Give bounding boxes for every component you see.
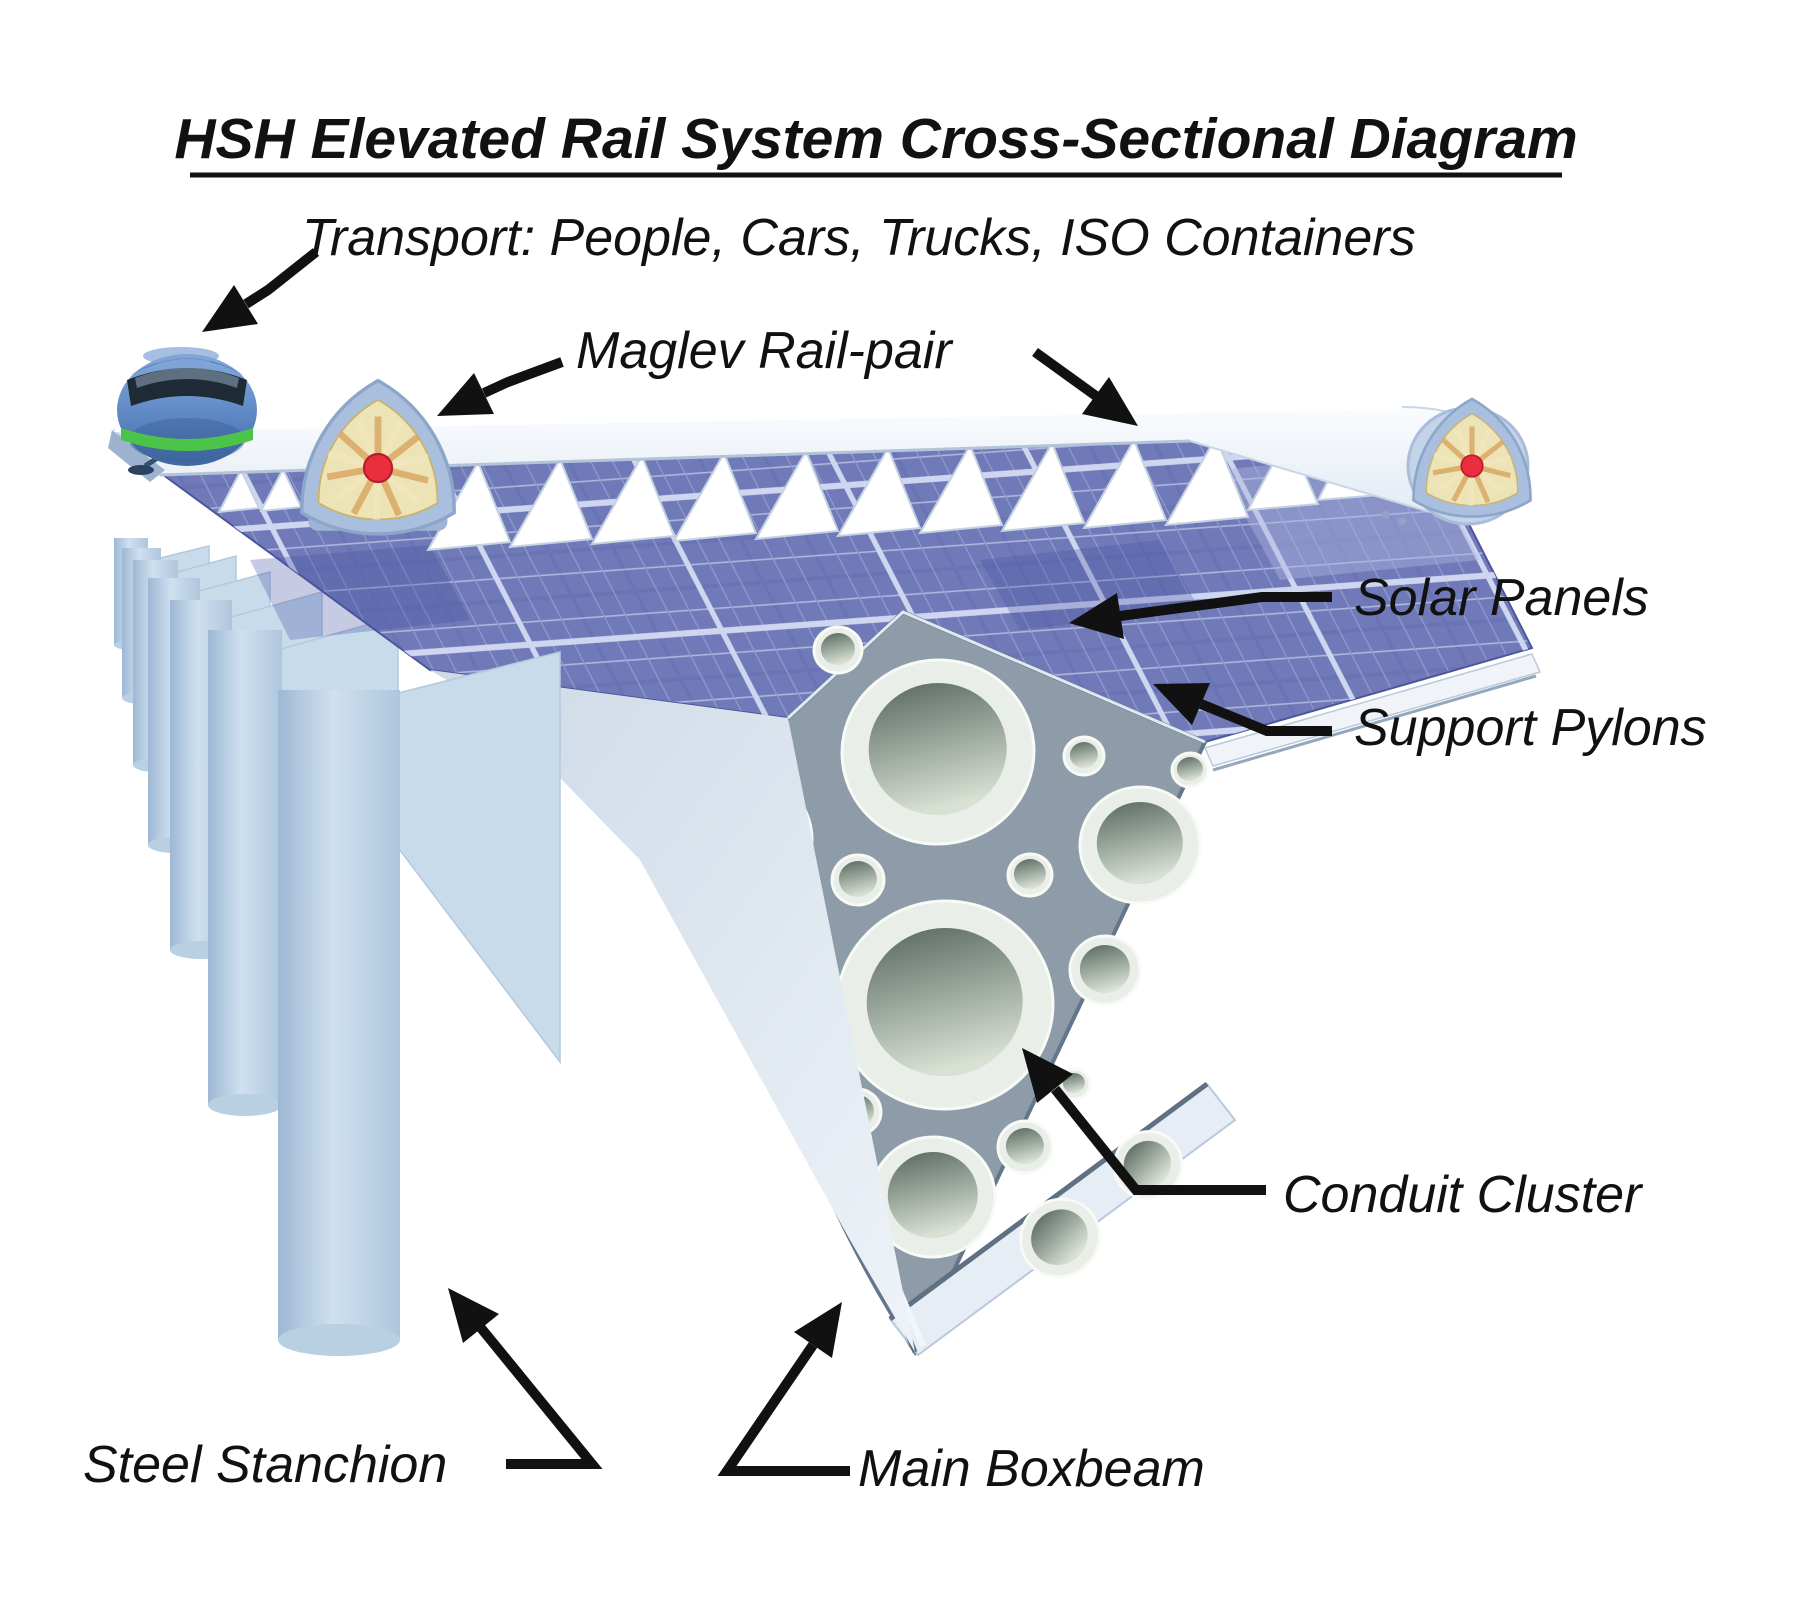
- pylon-tooth: [590, 453, 676, 546]
- pod-roof-highlight: [143, 347, 219, 365]
- pod-skid: [128, 465, 154, 475]
- maglev-label: Maglev Rail-pair: [576, 322, 954, 380]
- pylon-tooth: [217, 467, 261, 514]
- conduit-pipe: [1019, 1197, 1101, 1279]
- callout-conduit: Conduit Cluster: [1022, 1048, 1644, 1224]
- maglev-rail-section-right: [1412, 397, 1532, 518]
- conduit-arrow: [1051, 1085, 1266, 1195]
- conduit-pipe: [1062, 735, 1106, 777]
- conduit-pipe-large: [835, 899, 1055, 1111]
- rail-spokes: [1432, 426, 1512, 506]
- transport-label: Transport: People, Cars, Trucks, ISO Con…: [302, 209, 1416, 267]
- pylons-arrowhead: [1153, 683, 1210, 725]
- pylon-tooth: [754, 448, 840, 541]
- transport-pod: [117, 347, 257, 475]
- conduit-pipe: [1006, 852, 1054, 898]
- conduit-pipe-large: [840, 658, 1036, 846]
- main-boxbeam-side-face: [430, 670, 915, 1352]
- conduit-pipe: [1068, 934, 1142, 1006]
- boxbeam-arrowhead: [794, 1302, 842, 1358]
- conduit-pipe: [1078, 785, 1202, 905]
- solar-module-shade: [980, 540, 1200, 630]
- pylon-tooth: [918, 442, 1004, 535]
- conduit-pipe: [1056, 1067, 1092, 1101]
- conduit-pipe: [869, 1135, 997, 1259]
- support-pylon-teeth: [217, 431, 1382, 552]
- deck-rivet: [1398, 517, 1406, 525]
- pylons-arrow: [1199, 699, 1332, 736]
- solar-label: Solar Panels: [1354, 569, 1649, 627]
- conduit-pipe: [1170, 751, 1210, 789]
- pylons-label: Support Pylons: [1354, 699, 1707, 757]
- pylon-tooth: [672, 450, 758, 543]
- solar-arrow: [1119, 592, 1332, 621]
- conduit-pipe: [812, 625, 864, 675]
- boxbeam-arrow: [717, 1342, 850, 1476]
- callout-title: HSH Elevated Rail System Cross-Sectional…: [174, 107, 1578, 178]
- pylon-tooth: [508, 456, 594, 549]
- conduit-arrowhead: [1022, 1048, 1073, 1103]
- callout-maglev: Maglev Rail-pair: [437, 322, 1138, 426]
- pod-windshield-reflection: [135, 368, 239, 388]
- transport-arrow: [243, 248, 320, 309]
- stanchion-label: Steel Stanchion: [83, 1436, 447, 1494]
- conduit-pipe: [830, 853, 886, 907]
- pylon-tooth: [1000, 440, 1086, 533]
- pylon-tooth: [1082, 437, 1168, 530]
- solar-arrowhead: [1069, 593, 1124, 639]
- conduit-pipe: [996, 1119, 1054, 1175]
- deck-rivet: [1382, 511, 1390, 519]
- stanchion-arrowhead: [448, 1288, 499, 1343]
- callout-pylons: Support Pylons: [1153, 683, 1707, 757]
- rail-hub: [362, 452, 394, 484]
- rail-hub: [1460, 454, 1484, 478]
- pylon-tooth: [836, 445, 922, 538]
- transport-arrowhead: [202, 285, 258, 332]
- maglev-arrow-left: [481, 357, 564, 398]
- pylon-tooth: [1164, 434, 1250, 527]
- boxbeam-label: Main Boxbeam: [858, 1440, 1205, 1498]
- rail-spokes: [326, 416, 430, 520]
- conduit-label: Conduit Cluster: [1283, 1166, 1644, 1224]
- solar-module-shade: [250, 545, 470, 640]
- pylon-tooth: [259, 466, 303, 513]
- maglev-rail-section-left: [300, 378, 456, 536]
- stanchion-column: [208, 630, 282, 1116]
- cut-frame-highlight: [786, 610, 1206, 744]
- maglev-arrowhead-left: [437, 373, 494, 416]
- stanchion-arrow: [477, 1324, 603, 1469]
- pod-green-stripe: [121, 428, 253, 451]
- callout-boxbeam: Main Boxbeam: [717, 1302, 1205, 1498]
- callout-transport: Transport: People, Cars, Trucks, ISO Con…: [202, 209, 1416, 332]
- maglev-arrow-right: [1032, 347, 1099, 401]
- steel-stanchion-front: [278, 690, 400, 1356]
- page-title: HSH Elevated Rail System Cross-Sectional…: [174, 107, 1577, 171]
- callout-solar: Solar Panels: [1069, 569, 1649, 639]
- maglev-arrowhead-right: [1082, 377, 1138, 426]
- callout-stanchion: Steel Stanchion: [83, 1288, 603, 1494]
- support-pylon-edge: [1203, 653, 1542, 772]
